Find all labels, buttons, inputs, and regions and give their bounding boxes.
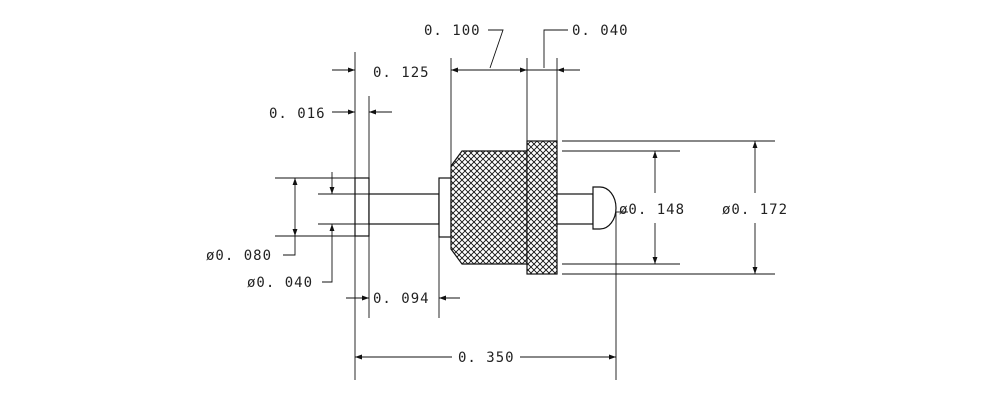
dim-0-350: 0. 350 [458, 350, 515, 366]
domed-tip [592, 186, 617, 230]
dim-0-040-top: 0. 040 [572, 23, 629, 39]
dim-dia-0-148: ø0. 148 [619, 202, 685, 218]
dimension-labels: 0. 100 0. 040 0. 125 0. 016 ø0. 148 ø0. … [206, 23, 788, 366]
dim-dia-0-080: ø0. 080 [206, 248, 272, 264]
dim-0-100: 0. 100 [424, 23, 481, 39]
dim-0-125: 0. 125 [373, 65, 430, 81]
dimension-lines [283, 29, 758, 360]
dim-0-016: 0. 016 [269, 106, 326, 122]
pin-part [354, 140, 617, 275]
dim-dia-0-040: ø0. 040 [247, 275, 313, 291]
dim-0-094: 0. 094 [373, 291, 430, 307]
dim-dia-0-172: ø0. 172 [722, 202, 788, 218]
tip-shaft [556, 193, 594, 225]
knurled-body [450, 150, 528, 265]
knurled-ring [526, 140, 558, 275]
collar [438, 177, 452, 238]
extension-lines [275, 52, 775, 380]
shaft [368, 193, 440, 225]
head-flange [354, 177, 370, 237]
